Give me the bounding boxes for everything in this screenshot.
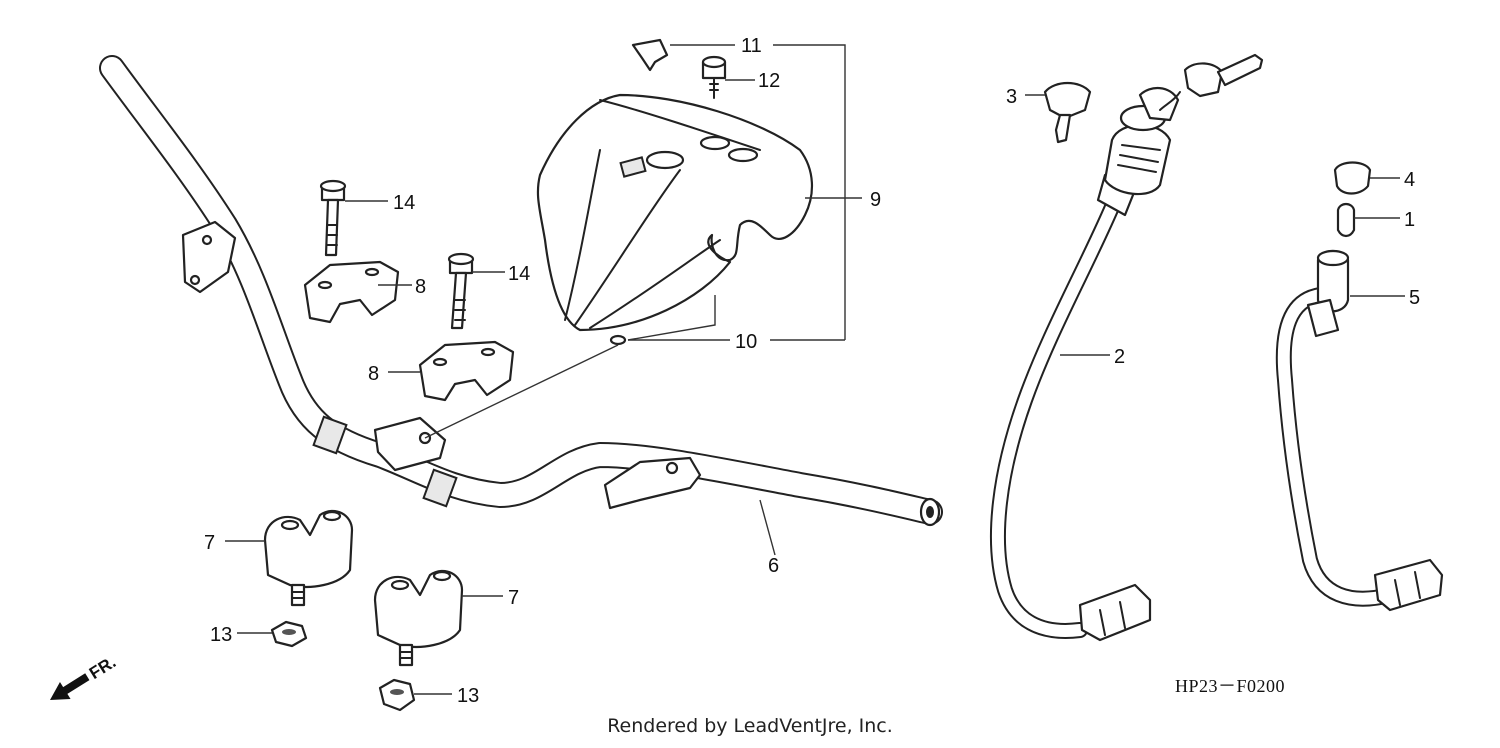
callout-4: 4: [1404, 169, 1415, 191]
front-direction-label: FR.: [86, 652, 119, 683]
screw[interactable]: [701, 55, 727, 99]
callout-2: 2: [1114, 346, 1125, 368]
handlebar-upper-cover[interactable]: [536, 93, 814, 332]
callout-8-a: 8: [415, 276, 426, 298]
front-direction-arrow: FR.: [50, 652, 119, 700]
grommet[interactable]: [609, 334, 627, 346]
callout-1: 1: [1404, 209, 1415, 231]
lower-holder-b[interactable]: [373, 569, 464, 667]
ignition-switch[interactable]: [989, 53, 1264, 642]
callout-8-b: 8: [368, 363, 379, 385]
nut-a[interactable]: [270, 620, 308, 648]
upper-holder-a[interactable]: [303, 260, 400, 324]
render-credit: Rendered by LeadVentJre, Inc.: [607, 715, 893, 737]
callout-7-a: 7: [204, 532, 215, 554]
callout-5: 5: [1409, 287, 1420, 309]
lower-holder-a[interactable]: [263, 509, 354, 607]
callout-10: 10: [735, 331, 757, 353]
switch-knob[interactable]: [1336, 202, 1356, 238]
callout-12: 12: [758, 70, 780, 92]
callout-14-b: 14: [508, 263, 530, 285]
callout-3: 3: [1006, 86, 1017, 108]
callout-14-a: 14: [393, 192, 415, 214]
callout-7-b: 7: [508, 587, 519, 609]
lighting-switch[interactable]: [1275, 249, 1444, 612]
handlebar[interactable]: [99, 55, 943, 527]
callout-6: 6: [768, 555, 779, 577]
callout-11: 11: [741, 35, 762, 57]
key[interactable]: [1043, 81, 1092, 144]
leader-lines: [225, 44, 1405, 695]
callout-13-b: 13: [457, 685, 479, 707]
callout-13-a: 13: [210, 624, 232, 646]
bolt-upper-right[interactable]: [447, 252, 475, 330]
diagram-code: HP23－F0200: [1175, 676, 1285, 696]
clip[interactable]: [631, 38, 669, 72]
callout-9: 9: [870, 189, 881, 211]
callouts: 11 12 9 10 14 14 8 8 7 7 13 13 6 2 3 4 1…: [204, 35, 1420, 707]
bolt-upper-left[interactable]: [319, 179, 347, 257]
switch-cap[interactable]: [1333, 161, 1372, 195]
upper-holder-b[interactable]: [418, 340, 515, 402]
nut-b[interactable]: [378, 678, 416, 712]
